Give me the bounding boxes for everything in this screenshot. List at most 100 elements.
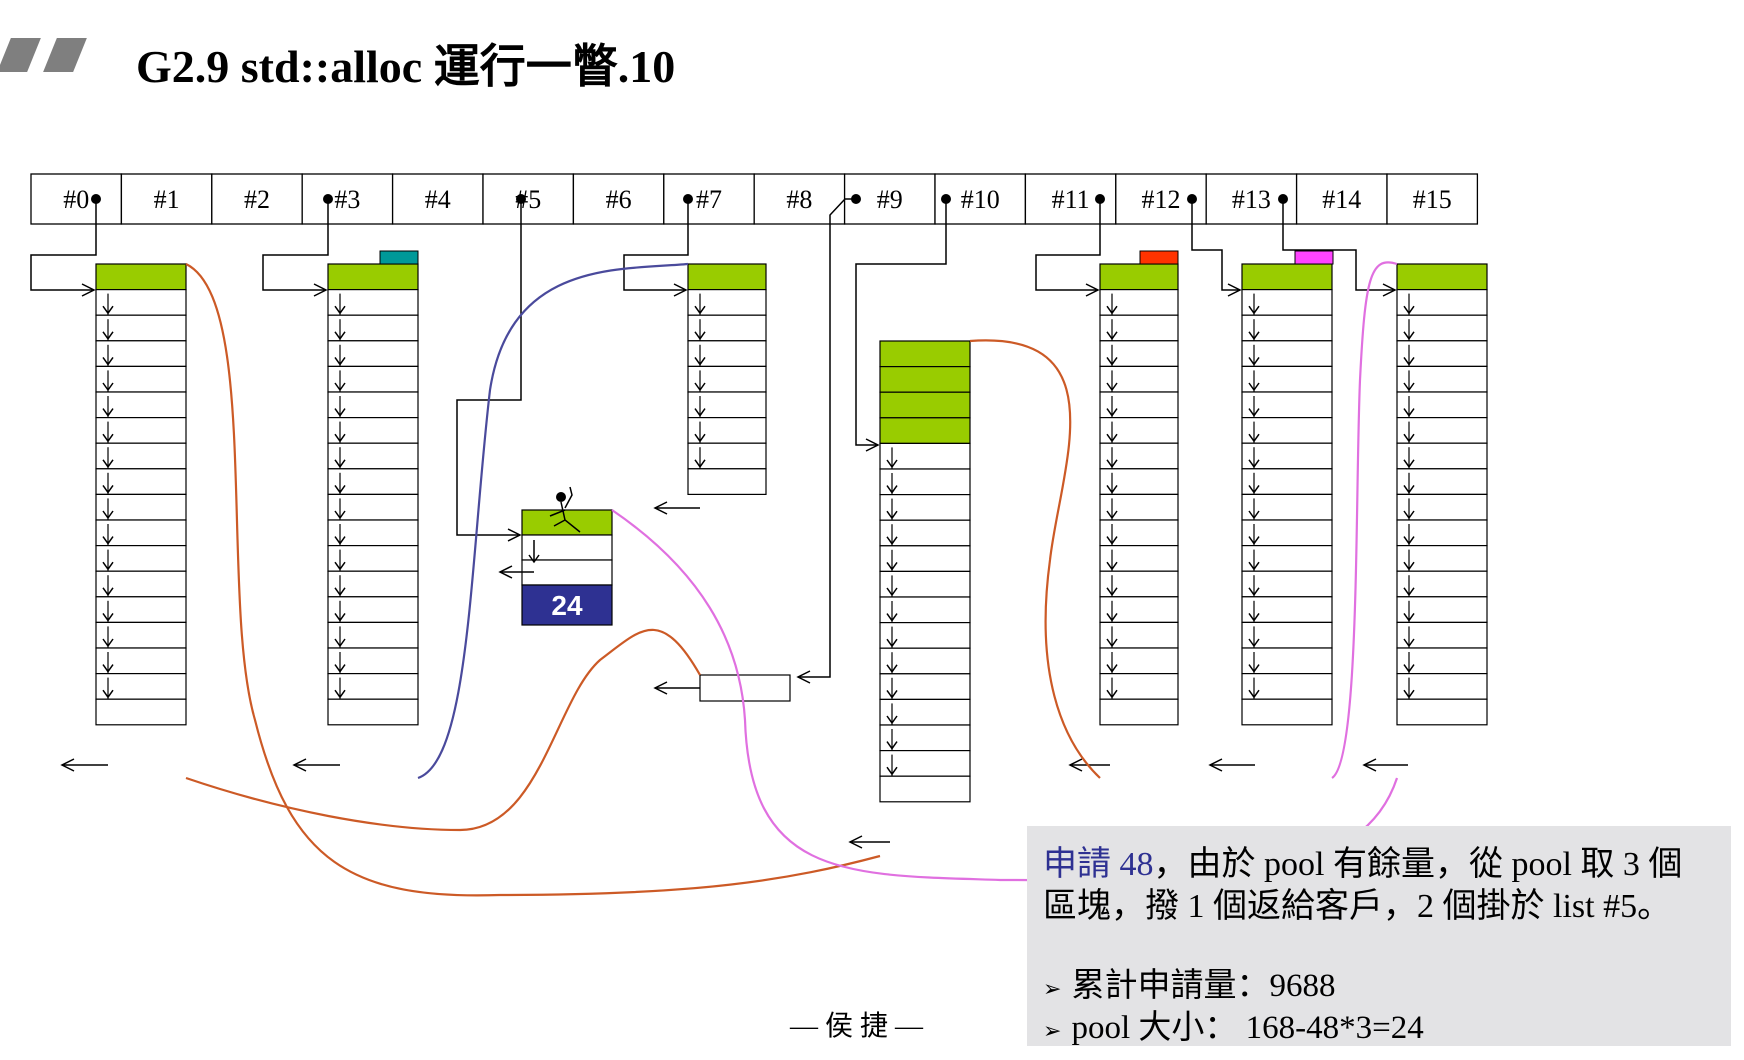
arrow-down-icon xyxy=(1106,664,1118,673)
arrow-down-icon xyxy=(1403,689,1415,699)
arrow-down-icon xyxy=(1403,484,1415,494)
arrow-down-icon xyxy=(1403,305,1415,315)
arrow-down-icon xyxy=(1403,408,1415,417)
note-line-2: 區塊，撥 1 個返給客戶，2 個掛於 list #5。 xyxy=(1043,888,1672,925)
note-bullet-pool-size: ➢pool 大小： 168-48*3=24 xyxy=(1043,1000,1424,1048)
arrow-down-icon xyxy=(886,561,898,571)
block-list-13 xyxy=(1241,544,1333,572)
block-list-9 xyxy=(879,494,971,521)
orange-curve xyxy=(185,263,881,897)
block-list-0 xyxy=(95,544,187,572)
block-list-9 xyxy=(879,570,971,598)
free-list-label: #0 xyxy=(63,185,89,214)
arrow-down-icon xyxy=(694,459,706,469)
block-list-9 xyxy=(879,519,971,547)
block-list-9 xyxy=(879,417,971,444)
block-list-3 xyxy=(327,621,419,649)
arrow-down-icon xyxy=(334,664,346,673)
arrow-down-icon xyxy=(1403,433,1415,443)
arrow-down-icon xyxy=(694,331,706,341)
block-list-0 xyxy=(95,340,187,367)
red-marker xyxy=(1139,250,1179,265)
arrow-down-icon xyxy=(334,484,346,494)
arrow-down-icon xyxy=(694,382,706,392)
block-list-15 xyxy=(1396,340,1488,367)
block-list-0 xyxy=(95,314,187,342)
arrow-down-icon xyxy=(102,305,114,315)
arrow-down-icon xyxy=(694,305,706,315)
free-list-cell xyxy=(211,173,303,225)
free-list-label: #12 xyxy=(1142,185,1181,214)
arrow-down-icon xyxy=(1403,612,1415,622)
block-list-9 xyxy=(879,391,971,419)
bullet-arrow-icon: ➢ xyxy=(1043,976,1062,1001)
arrow-right-icon xyxy=(1227,283,1242,297)
arrow-down-icon xyxy=(102,459,114,469)
bullet-arrow-icon: ➢ xyxy=(1043,1018,1062,1043)
free-list-label: #7 xyxy=(696,185,722,214)
block-list-0 xyxy=(95,263,187,291)
arrow-down-icon xyxy=(1106,408,1118,417)
block-list-9 xyxy=(879,698,971,726)
pool-remaining-block xyxy=(521,584,613,626)
pool-chunk-rect xyxy=(699,674,791,702)
block-list-0 xyxy=(95,570,187,598)
arrow-down-icon xyxy=(886,613,898,622)
block-list-13 xyxy=(1241,340,1333,367)
note-box: 申請 48，由於 pool 有餘量，從 pool 取 3 個 區塊，撥 1 個返… xyxy=(1027,826,1731,1046)
link-line-12 xyxy=(1191,199,1240,291)
block-list-13 xyxy=(1241,289,1333,316)
arrow-down-icon xyxy=(1403,356,1415,366)
arrow-down-icon xyxy=(1403,664,1415,673)
block-list-9 xyxy=(879,647,971,675)
note-line-1-text: ，由於 pool 有餘量，從 pool 取 3 個 xyxy=(1153,846,1683,883)
block-list-7 xyxy=(687,314,767,342)
arrow-down-icon xyxy=(102,612,114,622)
block-list-13 xyxy=(1241,596,1333,623)
arrow-down-icon xyxy=(886,536,898,546)
arrow-down-icon xyxy=(886,664,898,674)
arrow-down-icon xyxy=(694,433,706,443)
block-list-3 xyxy=(327,468,419,495)
arrow-down-icon xyxy=(1106,459,1118,469)
arrow-down-icon xyxy=(1106,612,1118,622)
block-list-9 xyxy=(879,366,971,393)
block-list-15 xyxy=(1396,519,1488,547)
block-list-11 xyxy=(1099,263,1179,291)
block-list-13 xyxy=(1241,314,1333,342)
arrow-down-icon xyxy=(1403,561,1415,571)
free-list-label: #2 xyxy=(244,185,270,214)
arrow-down-icon xyxy=(1248,356,1260,366)
arrow-down-icon xyxy=(1403,638,1415,648)
arrow-down-icon xyxy=(1248,382,1260,392)
arrow-down-icon xyxy=(694,356,706,366)
block-list-13 xyxy=(1241,647,1333,675)
arrow-left-icon xyxy=(1208,758,1223,772)
block-list-0 xyxy=(95,391,187,419)
arrow-down-icon xyxy=(886,689,898,699)
block-list-13 xyxy=(1241,698,1333,726)
block-list-9 xyxy=(879,545,971,572)
block-list-15 xyxy=(1396,698,1488,726)
arrow-down-icon xyxy=(1403,459,1415,469)
arrow-down-icon xyxy=(1248,459,1260,469)
arrow-down-icon xyxy=(886,459,898,469)
free-list-label: #9 xyxy=(877,185,903,214)
block-list-7 xyxy=(687,468,767,495)
arrow-down-icon xyxy=(1106,356,1118,366)
arrow-down-icon xyxy=(334,561,346,571)
pink-marker xyxy=(1294,250,1334,265)
arrow-down-icon xyxy=(1248,305,1260,315)
list-5-block xyxy=(521,559,613,586)
arrow-down-icon xyxy=(1106,305,1118,315)
arrow-down-icon xyxy=(1106,689,1118,699)
arrow-down-icon xyxy=(1248,638,1260,648)
block-list-3 xyxy=(327,570,419,598)
stick-figure-icon xyxy=(556,492,566,502)
title-bar: G2.9 std::alloc 運行一瞥.10 xyxy=(0,30,1000,92)
block-list-0 xyxy=(95,442,187,470)
arrow-down-icon xyxy=(1106,331,1118,341)
arrow-down-icon xyxy=(886,485,898,494)
block-list-3 xyxy=(327,263,419,291)
arrow-down-icon xyxy=(102,510,114,520)
